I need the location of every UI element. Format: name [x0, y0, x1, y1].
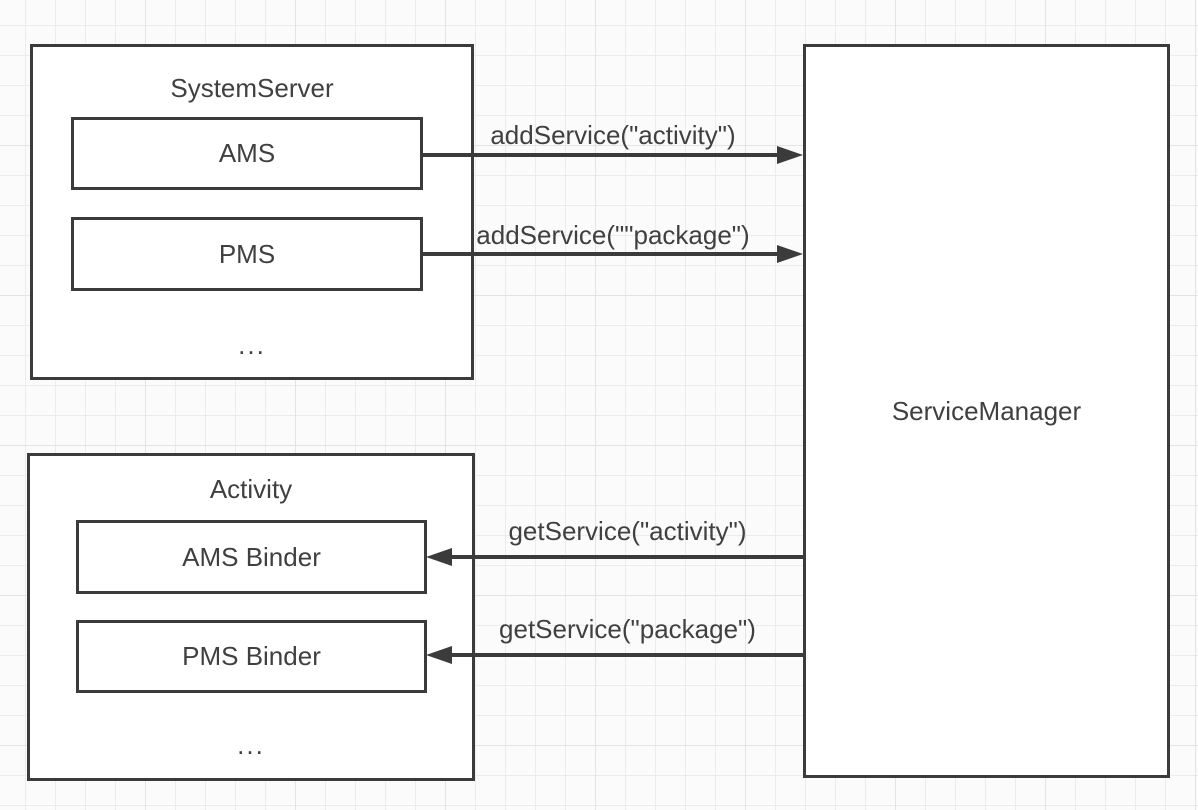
arrowhead-left-icon [426, 646, 452, 664]
node-pms-binder: PMS Binder [76, 620, 427, 693]
node-activity: Activity AMS Binder PMS Binder ... [27, 453, 475, 781]
node-service-manager: ServiceManager [803, 44, 1170, 778]
node-ams-binder-label: AMS Binder [182, 541, 321, 572]
arrow-getservice-package [450, 653, 803, 657]
arrowhead-right-icon [777, 146, 803, 164]
arrow-addservice-activity [423, 153, 779, 157]
arrow-addservice-package [423, 252, 779, 256]
arrow-label-addservice-activity: addService("activity") [490, 120, 736, 150]
arrow-label-getservice-activity: getService("activity") [508, 516, 747, 546]
arrow-getservice-activity [450, 555, 803, 559]
node-ams-binder: AMS Binder [76, 520, 427, 594]
node-ams: AMS [71, 117, 423, 190]
node-title-system-server: SystemServer [170, 73, 334, 103]
node-system-server: SystemServer AMS PMS ... [30, 44, 474, 380]
system-server-ellipsis: ... [238, 330, 266, 360]
arrowhead-left-icon [426, 548, 452, 566]
node-title-activity: Activity [209, 474, 293, 504]
arrow-label-addservice-package: addService(""package") [476, 220, 750, 250]
arrow-label-getservice-package: getService("package") [499, 614, 756, 644]
arrowhead-right-icon [777, 245, 803, 263]
node-ams-label: AMS [218, 138, 276, 168]
node-pms-binder-label: PMS Binder [182, 641, 321, 671]
node-service-manager-label: ServiceManager [891, 395, 1082, 426]
activity-ellipsis: ... [237, 730, 265, 760]
node-pms: PMS [71, 217, 423, 291]
node-pms-label: PMS [218, 238, 276, 269]
